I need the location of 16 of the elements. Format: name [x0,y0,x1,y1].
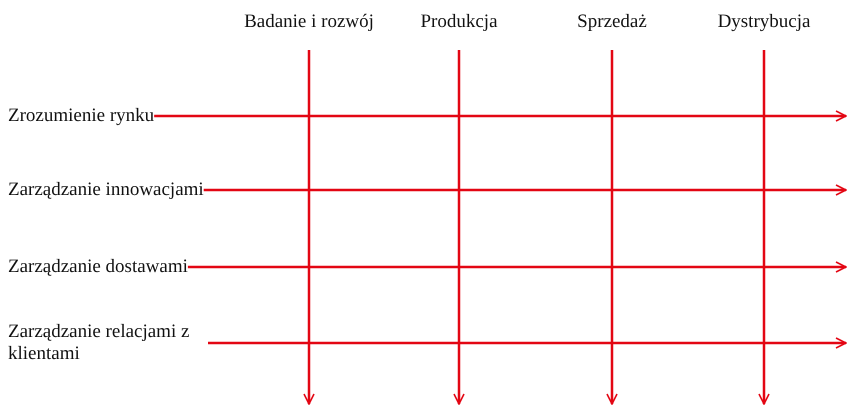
arrow [208,337,847,349]
arrow [204,184,847,196]
arrow [303,50,315,405]
label-text: Produkcja [420,11,498,32]
label-text: Zarządzanie relacjami z klientami [8,321,190,364]
arrow [758,50,770,405]
arrow [188,261,847,273]
label-text: Sprzedaż [577,11,647,32]
arrow [606,50,618,405]
label-text: Zarządzanie innowacjami [8,179,204,200]
label-text: Zarządzanie dostawami [8,256,188,277]
label-text: Badanie i rozwój [244,11,374,32]
arrow [154,110,847,122]
arrow [453,50,465,405]
label-text: Dystrybucja [718,11,810,32]
label-text: Zrozumienie rynku [8,105,154,126]
